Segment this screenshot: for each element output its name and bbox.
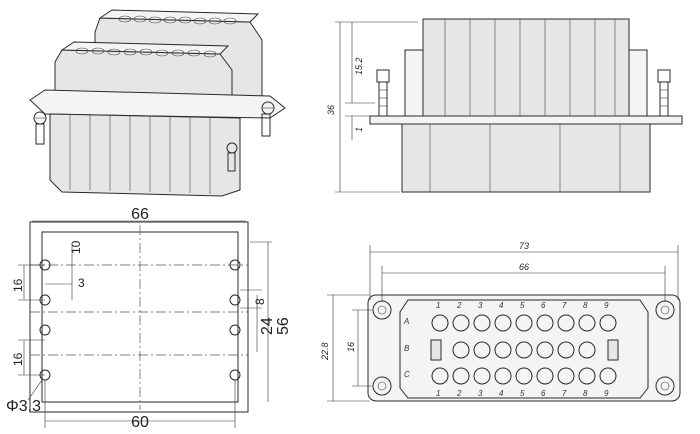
row-letter-b: B xyxy=(404,344,410,353)
dim-left-16-top: 16 xyxy=(11,278,25,292)
side-bracket-right xyxy=(628,49,648,119)
panel-cutout-view: 66 60 10 3 16 16 8 24 56 Φ3.3 xyxy=(6,206,292,431)
front-coding-key-right xyxy=(607,339,619,361)
iso-screw-left xyxy=(33,111,47,145)
side-upper-ribs xyxy=(444,19,616,118)
bottom-number: 2 xyxy=(456,389,462,398)
top-number: 9 xyxy=(604,301,609,310)
side-lower-body xyxy=(401,123,651,193)
bottom-number: 6 xyxy=(541,389,546,398)
dim-cutout-60: 60 xyxy=(131,414,149,431)
dim-front-16: 16 xyxy=(346,342,356,352)
dim-front-66: 66 xyxy=(519,262,529,272)
top-number: 2 xyxy=(456,301,462,310)
side-flange xyxy=(369,115,683,125)
dim-offset-3: 3 xyxy=(78,276,85,290)
dim-cutout-66: 66 xyxy=(131,206,149,223)
dim-hole-diameter: Φ3.3 xyxy=(6,398,41,415)
side-screw-right xyxy=(657,69,671,117)
dim-right-24: 24 xyxy=(259,317,276,335)
side-bracket-left xyxy=(404,49,424,119)
iso-back-top xyxy=(98,9,260,23)
dim-front-22-8: 22.8 xyxy=(320,342,330,361)
dim-front-73: 73 xyxy=(519,241,529,251)
side-view: 36 15.2 1 xyxy=(326,18,683,193)
top-number: 5 xyxy=(520,301,525,310)
bottom-number: 8 xyxy=(583,389,588,398)
bottom-number: 5 xyxy=(520,389,525,398)
dim-left-16-bottom: 16 xyxy=(11,352,25,366)
dim-right-56: 56 xyxy=(275,317,292,335)
top-number: 1 xyxy=(436,301,440,310)
front-view: A B C 1 2 3 4 5 6 7 8 9 1 2 3 4 5 6 7 8 … xyxy=(320,241,681,402)
iso-screw-mid xyxy=(226,142,238,172)
row-letter-a: A xyxy=(403,317,409,326)
bottom-number: 7 xyxy=(562,389,567,398)
top-number: 7 xyxy=(562,301,567,310)
bottom-number: 9 xyxy=(604,389,609,398)
cutout-outline xyxy=(29,221,249,413)
iso-back-contacts xyxy=(118,15,237,25)
iso-lower-body xyxy=(49,113,241,197)
row-letter-c: C xyxy=(404,370,410,379)
top-number: 8 xyxy=(583,301,588,310)
dim-flange-1: 1 xyxy=(354,127,364,132)
bottom-number: 3 xyxy=(478,389,483,398)
top-number: 6 xyxy=(541,301,546,310)
front-insert xyxy=(399,299,649,399)
dim-offset-10: 10 xyxy=(69,240,83,254)
dim-overall-36: 36 xyxy=(326,105,336,115)
front-contacts-row-c xyxy=(431,367,617,385)
bottom-number: 1 xyxy=(436,389,440,398)
side-upper-insert xyxy=(422,18,630,119)
isometric-view xyxy=(29,9,286,197)
dim-right-8: 8 xyxy=(253,298,267,305)
front-flange xyxy=(367,294,681,402)
bottom-number: 4 xyxy=(499,389,504,398)
iso-fins xyxy=(69,115,211,194)
dim-upper-15-2: 15.2 xyxy=(354,57,364,75)
side-screw-left xyxy=(376,69,390,117)
top-number: 4 xyxy=(499,301,504,310)
top-number: 3 xyxy=(478,301,483,310)
front-contacts-row-b xyxy=(452,341,596,359)
iso-front-contacts xyxy=(75,47,217,58)
front-bottom-numbers: 1 2 3 4 5 6 7 8 9 xyxy=(436,389,609,398)
front-contacts-row-a xyxy=(431,314,617,332)
side-lower-ribs xyxy=(429,124,621,192)
front-coding-key-left xyxy=(430,339,442,361)
cutout-inner xyxy=(41,231,239,403)
iso-front-top xyxy=(60,41,230,55)
iso-screw-right xyxy=(261,101,275,137)
front-top-numbers: 1 2 3 4 5 6 7 8 9 xyxy=(436,301,609,310)
